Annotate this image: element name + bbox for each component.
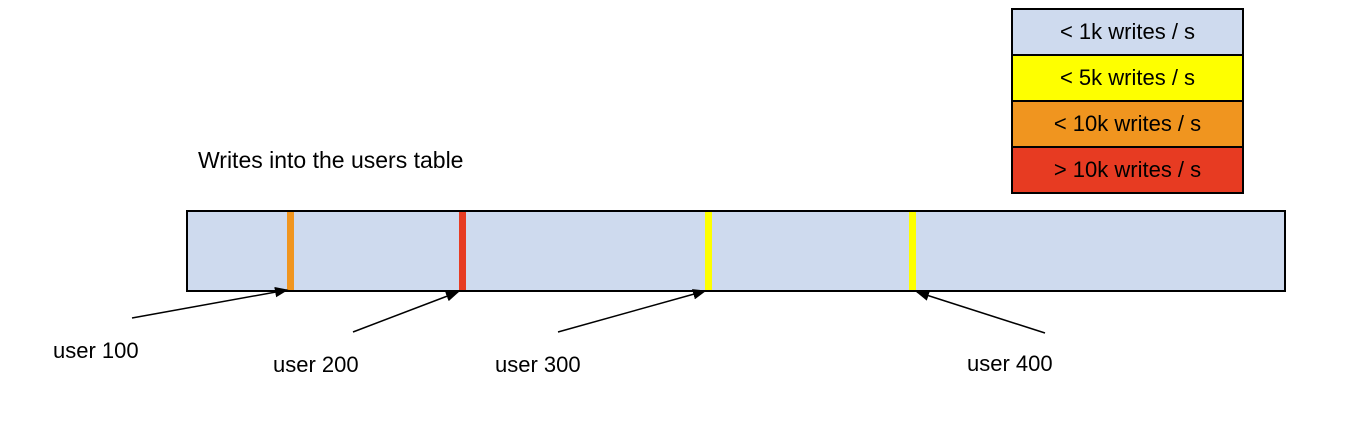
write-stripe-user-100	[286, 212, 294, 290]
legend-row-2: < 10k writes / s	[1011, 100, 1244, 148]
legend-label: < 10k writes / s	[1053, 111, 1202, 136]
legend-label: < 1k writes / s	[1059, 19, 1196, 44]
legend-label: < 5k writes / s	[1059, 65, 1196, 90]
write-stripe-user-300	[704, 212, 712, 290]
legend-row-1: < 5k writes / s	[1011, 54, 1244, 102]
arrow-connector-3	[915, 290, 1046, 334]
arrow-connector-2	[557, 289, 707, 333]
user-label-user-200: user 200	[273, 352, 359, 377]
user-label-user-100: user 100	[53, 338, 139, 363]
arrow-connector-0	[131, 286, 289, 319]
legend-label: > 10k writes / s	[1053, 157, 1202, 182]
user-label-user-300: user 300	[495, 352, 581, 377]
user-label-user-400: user 400	[967, 351, 1053, 376]
arrow-connector-1	[352, 291, 460, 333]
users-table-bar	[186, 210, 1286, 292]
legend: < 1k writes / s < 5k writes / s < 10k writ…	[1011, 8, 1244, 194]
write-stripe-user-200	[458, 212, 466, 290]
legend-row-0: < 1k writes / s	[1011, 8, 1244, 56]
write-stripe-user-400	[908, 212, 916, 290]
diagram-title: Writes into the users table	[198, 147, 464, 173]
legend-row-3: > 10k writes / s	[1011, 146, 1244, 194]
